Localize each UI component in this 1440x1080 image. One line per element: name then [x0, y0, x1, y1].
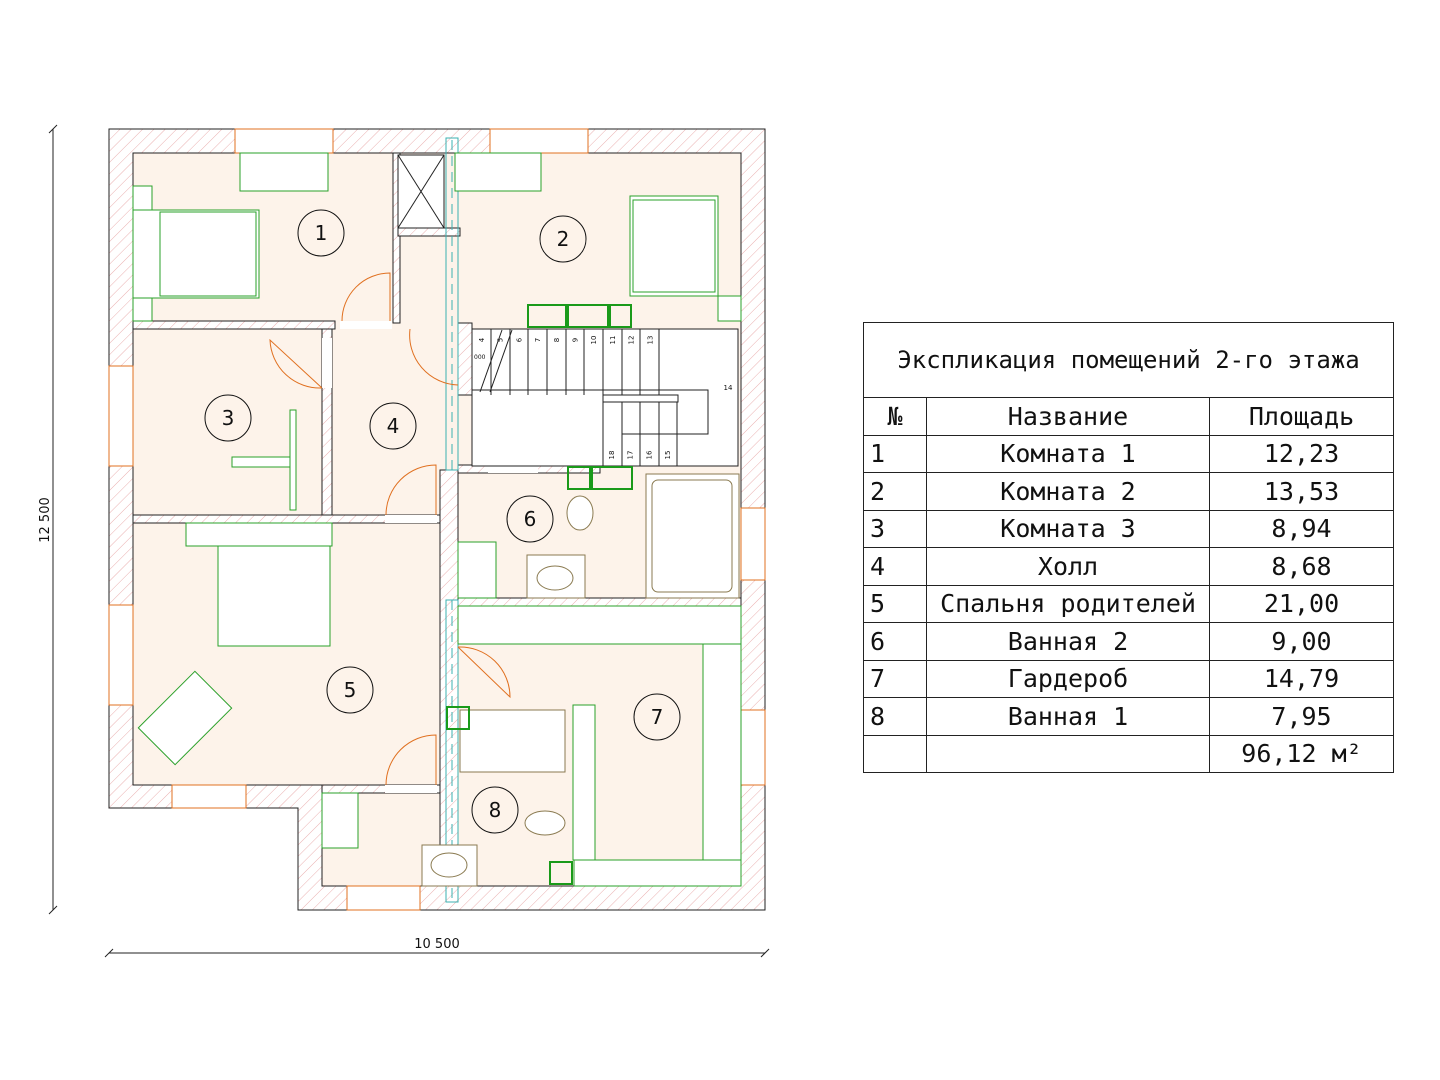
cell-num: 8: [863, 697, 927, 736]
cell-area: 13,53: [1209, 472, 1394, 511]
ventilation-shaft: [397, 154, 445, 229]
stair-step-number: 4: [478, 337, 486, 342]
cell-area: 12,23: [1209, 434, 1394, 473]
total-area: 96,12 м²: [1209, 734, 1394, 773]
cell-num: 4: [863, 547, 927, 586]
table-total-row: 96,12 м²: [863, 734, 1394, 773]
stair-step-number: 16: [645, 450, 653, 459]
cell-area: 8,68: [1209, 547, 1394, 586]
header-area: Площадь: [1209, 397, 1394, 436]
cell-name: Ванная 2: [926, 622, 1210, 661]
stair-step-number: 14: [724, 384, 733, 392]
stair-step-numbers: 4 5 6 7 8 9 10 11 12 13 14 15 16 17 18: [478, 336, 733, 460]
cell-name: Холл: [926, 547, 1210, 586]
room-number: 6: [524, 507, 537, 531]
room-marker: [204, 394, 252, 442]
interior-walls: [132, 152, 742, 887]
room-marker: [633, 693, 681, 741]
stair-mark: 000: [474, 354, 486, 361]
stair-step-number: 15: [664, 451, 672, 460]
table-title: Экспликация помещений 2-го этажа: [863, 322, 1394, 398]
room-marker: [326, 666, 374, 714]
stair-step-number: 7: [534, 338, 542, 342]
cell-num: 2: [863, 472, 927, 511]
room-number: 1: [315, 221, 328, 245]
room-number: 8: [489, 798, 502, 822]
cell-name: Комната 2: [926, 472, 1210, 511]
stair-step-number: 9: [572, 338, 580, 342]
header-name: Название: [926, 397, 1210, 436]
cell-num: 6: [863, 622, 927, 661]
room-number: 4: [387, 414, 400, 438]
cell-area: 9,00: [1209, 622, 1394, 661]
plumbing-risers: [446, 304, 633, 885]
stair-step-number: 12: [628, 336, 636, 345]
cell-area: 21,00: [1209, 584, 1394, 623]
room-marker: [539, 215, 587, 263]
dimension-lines: [48, 124, 770, 958]
room-marker: [369, 402, 417, 450]
stair-step-number: 5: [497, 338, 505, 342]
stair-step-number: 6: [515, 337, 523, 342]
windows: [108, 128, 766, 911]
stair-step-number: 13: [646, 336, 654, 345]
dimension-height: 12 500: [38, 497, 53, 543]
cell-name: Спальня родителей: [926, 584, 1210, 623]
room-marker: [297, 209, 345, 257]
stair-step-number: 17: [627, 451, 635, 460]
header-num: №: [863, 397, 927, 436]
room-schedule-table: Экспликация помещений 2-го этажа № Назва…: [863, 322, 1394, 773]
cell-num: 3: [863, 509, 927, 548]
cell-num: 1: [863, 434, 927, 473]
cell-num: 7: [863, 659, 927, 698]
stair-step-number: 10: [590, 336, 598, 345]
stair-step-number: 18: [608, 451, 616, 460]
cell-num: 5: [863, 584, 927, 623]
stair-step-number: 11: [609, 336, 617, 345]
cell-area: 14,79: [1209, 659, 1394, 698]
cell-area: 7,95: [1209, 697, 1394, 736]
dimension-width: 10 500: [414, 937, 460, 952]
cell-name: Комната 3: [926, 509, 1210, 548]
stair-step-number: 8: [553, 338, 561, 342]
room-number: 7: [651, 705, 664, 729]
room-number: 2: [557, 227, 570, 251]
room-number: 3: [222, 406, 235, 430]
room-marker: [506, 495, 554, 543]
room-number: 5: [344, 678, 357, 702]
cell-name: Ванная 1: [926, 697, 1210, 736]
room-marker: [471, 786, 519, 834]
cell-name: Комната 1: [926, 434, 1210, 473]
furniture: [132, 152, 742, 887]
cell-name: Гардероб: [926, 659, 1210, 698]
cell-area: 8,94: [1209, 509, 1394, 548]
table-header: № Название Площадь: [863, 397, 1394, 436]
staircase: [471, 328, 739, 467]
